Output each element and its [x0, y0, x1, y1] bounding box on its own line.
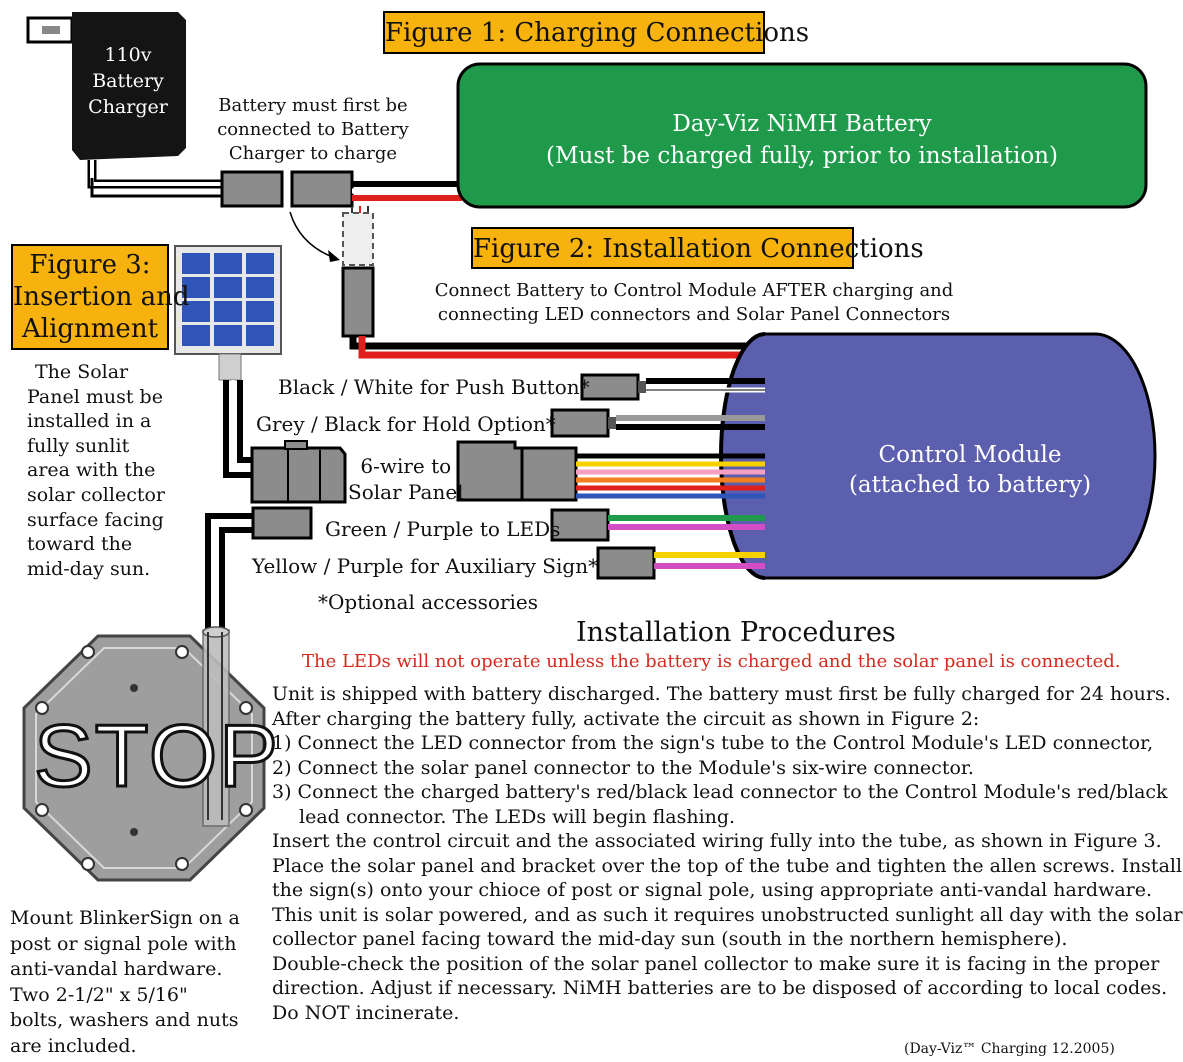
procedure-line: the sign(s) onto your chioce of post or …: [272, 879, 1153, 901]
sign-led-connector: [251, 506, 313, 540]
figure-1-label: Figure 1: Charging Connections: [383, 11, 809, 54]
battery-note-line: Charger to charge: [228, 143, 398, 164]
battery-charger-body: [72, 12, 186, 160]
battery-note: Battery must first be connected to Batte…: [200, 94, 426, 166]
installed-battery-connector: [341, 266, 375, 338]
solar-cable: [223, 380, 255, 478]
battery-label: Day-Viz NiMH Battery (Must be charged fu…: [458, 108, 1146, 172]
document-footer: (Day-Viz™ Charging 12.2005): [904, 1041, 1115, 1057]
solar-note-line: area with the: [27, 459, 156, 482]
battery-note-line: connected to Battery: [217, 119, 409, 140]
procedure-line: Do NOT incinerate.: [272, 1001, 460, 1024]
procedures-title: Installation Procedures: [576, 617, 896, 648]
control-module-note: (attached to battery): [848, 472, 1092, 498]
procedure-line: After charging the battery fully, activa…: [272, 707, 980, 730]
hold-option-connector: [550, 408, 765, 438]
optional-note: *Optional accessories: [318, 590, 539, 614]
procedure-line: collector panel facing toward the mid-da…: [272, 928, 1068, 950]
charger-connector: [220, 170, 284, 208]
mount-note-line: bolts, washers and nuts: [10, 1009, 239, 1031]
stop-sign: [22, 626, 266, 882]
charger-plug: [26, 16, 74, 44]
dashed-connector-ghost: [342, 206, 374, 266]
six-wire-label: 6-wire to Solar Panel: [348, 453, 464, 505]
procedure-line: Unit is shipped with battery discharged.…: [272, 683, 1171, 705]
mount-note-line: Two 2-1/2" x 5/16": [10, 983, 188, 1006]
battery-warning: (Must be charged fully, prior to install…: [546, 143, 1058, 169]
solar-note-line: fully sunlit: [27, 434, 130, 457]
control-module-label: Control Module (attached to battery): [840, 440, 1100, 500]
six-wire-label-line: 6-wire to: [360, 454, 452, 478]
mount-note-line: are included.: [10, 1034, 137, 1057]
aux-sign-connector: [596, 546, 765, 580]
procedures-warning: The LEDs will not operate unless the bat…: [302, 651, 1121, 672]
battery-note-line: Battery must first be: [218, 95, 408, 116]
procedure-step: 3) Connect the charged battery's red/bla…: [272, 781, 1168, 803]
move-arrow-icon: [289, 211, 340, 262]
push-button-label: Black / White for Push Button*: [278, 375, 590, 399]
procedure-step: lead connector. The LEDs will begin flas…: [299, 805, 736, 828]
figure-3-line: Figure 3:: [29, 250, 151, 280]
figure-3-line: Insertion and: [13, 282, 190, 312]
mount-note-line: anti-vandal hardware.: [10, 958, 223, 980]
solar-note-line: The Solar: [35, 361, 129, 383]
mount-note-line: Mount BlinkerSign on a: [10, 907, 240, 929]
procedure-line: Insert the control circuit and the assoc…: [272, 830, 1162, 852]
connect-note-line: Connect Battery to Control Module AFTER …: [434, 280, 954, 301]
leds-label: Green / Purple to LEDs: [325, 517, 561, 541]
mount-note: Mount BlinkerSign on a post or signal po…: [10, 906, 260, 1059]
aux-sign-label: Yellow / Purple for Auxiliary Sign*: [252, 554, 599, 578]
push-button-connector: [580, 373, 765, 401]
sign-led-cable: [205, 513, 255, 632]
solar-post: [218, 353, 242, 381]
charger-line: 110v: [104, 44, 152, 66]
connect-note-line: connecting LED connectors and Solar Pane…: [437, 304, 951, 325]
solar-note-line: solar collector: [27, 483, 165, 506]
solar-panel-connector: [250, 440, 347, 504]
battery-leads: [352, 181, 462, 201]
procedure-line: Double-check the position of the solar p…: [272, 952, 1160, 975]
figure-3-line: Alignment: [21, 314, 159, 344]
procedure-line: direction. Adjust if necessary. NiMH bat…: [272, 977, 1168, 999]
procedures-body: Unit is shipped with battery discharged.…: [272, 682, 1183, 1025]
led-connector: [550, 508, 765, 542]
charger-line: Charger: [88, 96, 168, 118]
mount-note-line: post or signal pole with: [10, 932, 237, 955]
solar-note-line: Panel must be: [27, 385, 163, 408]
procedure-line: Place the solar panel and bracket over t…: [272, 854, 1183, 877]
procedure-step: 1) Connect the LED connector from the si…: [272, 732, 1154, 754]
solar-panel: [174, 245, 282, 355]
solar-note-line: toward the: [27, 533, 133, 556]
procedure-step: 2) Connect the solar panel connector to …: [272, 756, 974, 779]
hold-option-label: Grey / Black for Hold Option*: [256, 412, 556, 436]
solar-note-line: surface facing: [27, 508, 164, 531]
charger-line: Battery: [92, 70, 164, 92]
battery-to-module-leads: [349, 336, 765, 359]
six-wire-connector: [456, 440, 765, 502]
solar-note: The Solar Panel must be installed in a f…: [27, 360, 197, 581]
solar-note-line: mid-day sun.: [27, 557, 151, 580]
figure-2-label: Figure 2: Installation Connections: [471, 227, 924, 269]
wiring-diagram: [22, 12, 1157, 882]
battery-body: [456, 62, 1148, 209]
stop-sign-text: STOP: [33, 706, 281, 805]
control-module-name: Control Module: [878, 442, 1062, 468]
connect-note: Connect Battery to Control Module AFTER …: [400, 279, 988, 327]
battery-connector: [290, 170, 354, 208]
six-wire-label-line: Solar Panel: [348, 480, 464, 504]
battery-name: Day-Viz NiMH Battery: [672, 111, 932, 137]
charger-label: 110v Battery Charger: [78, 42, 178, 120]
solar-note-line: installed in a: [27, 410, 152, 433]
figure-3-label: Figure 3: Insertion and Alignment: [11, 244, 190, 350]
procedure-line: This unit is solar powered, and as such …: [272, 903, 1183, 926]
